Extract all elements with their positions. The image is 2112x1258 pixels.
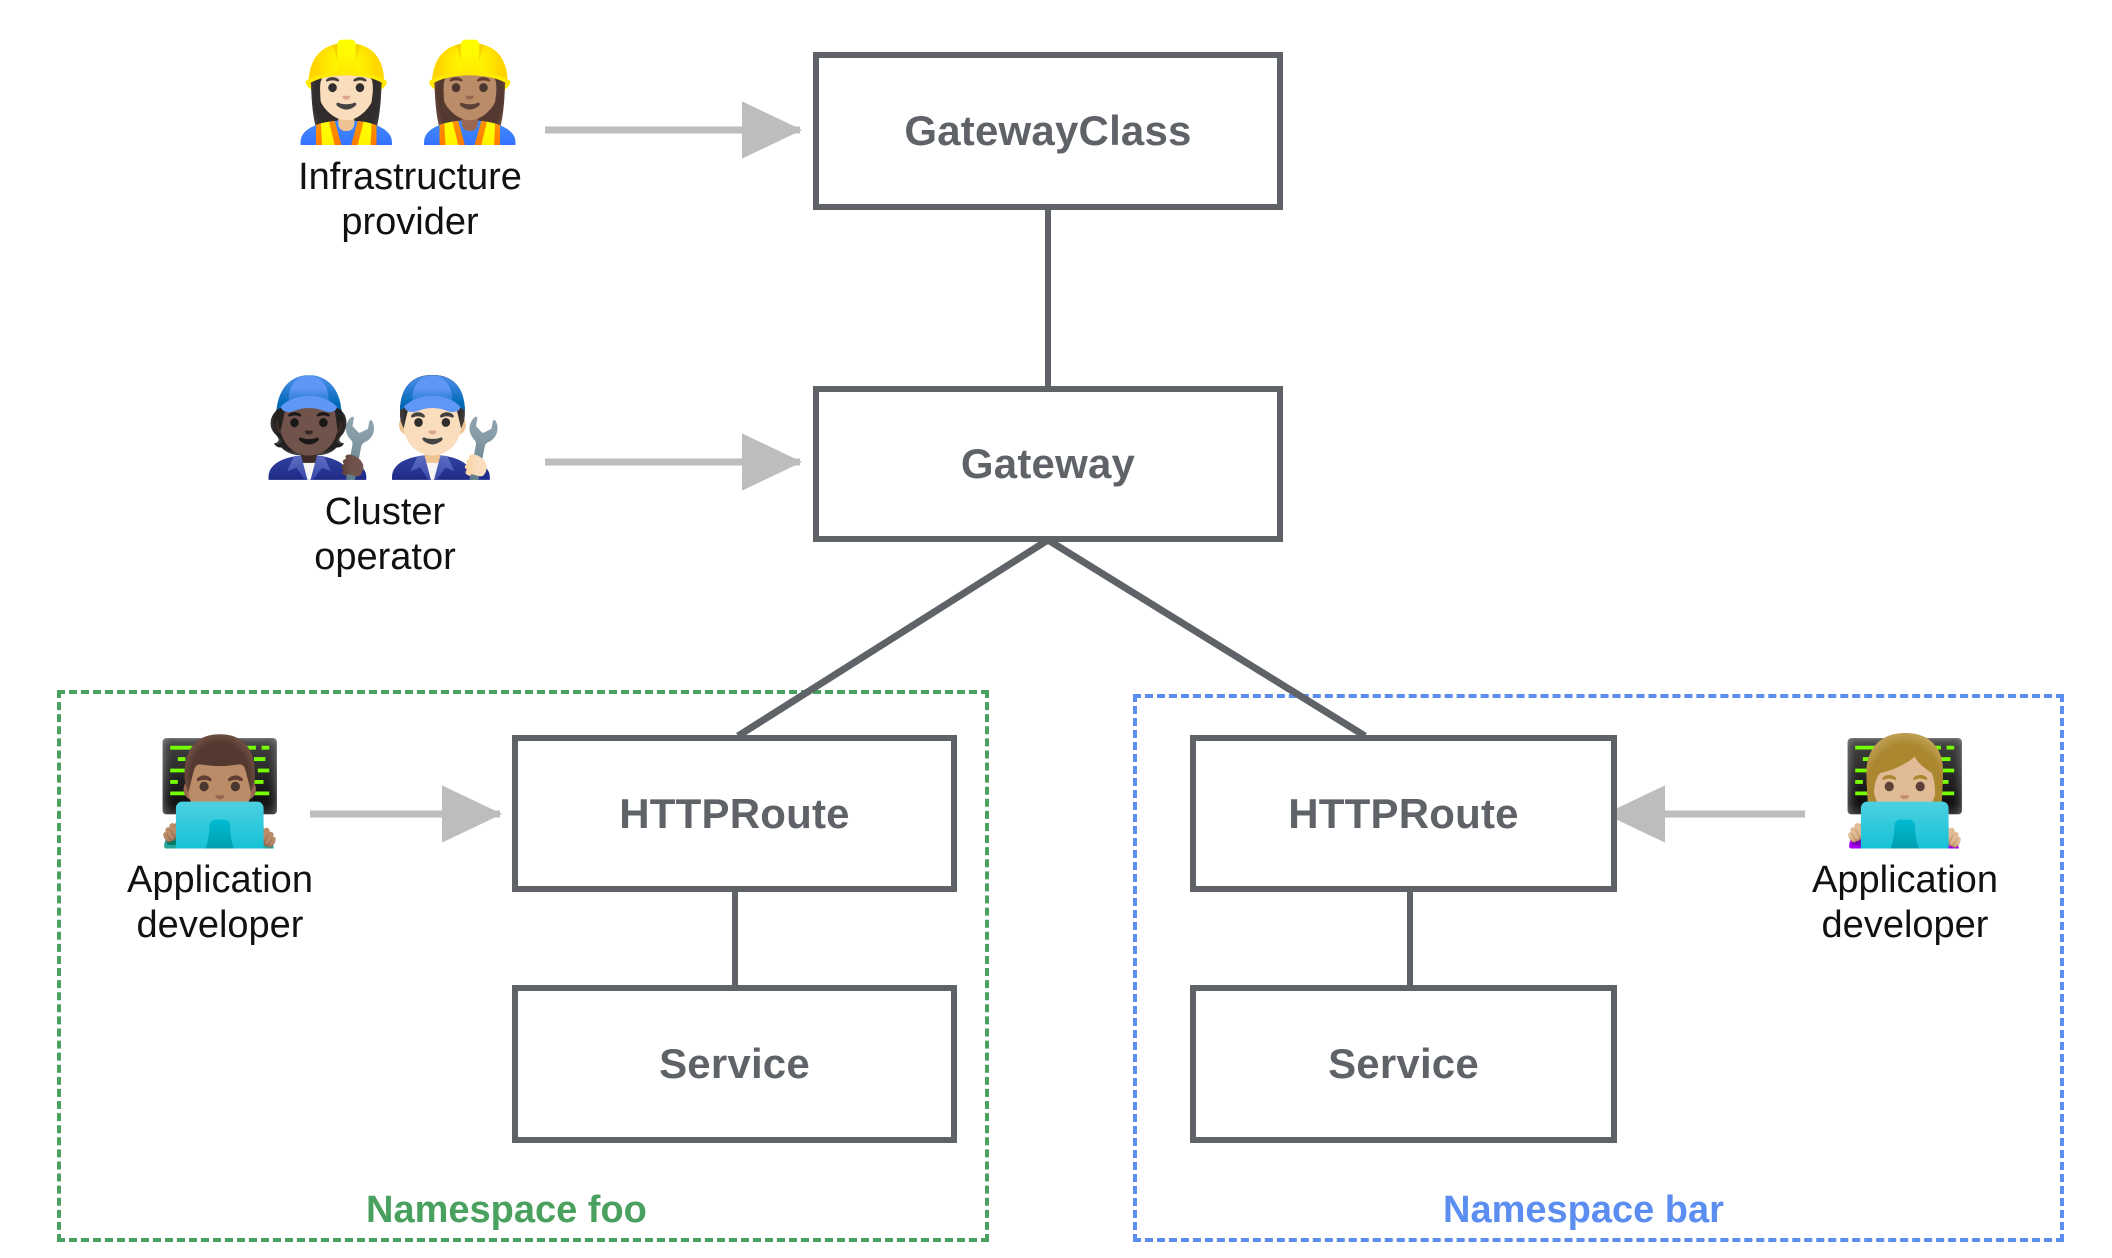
woman-technologist-icon: 👩🏼‍💻	[1840, 734, 1970, 850]
node-gatewayclass-label: GatewayClass	[904, 107, 1192, 154]
namespace-region-foo	[57, 690, 989, 1242]
persona-cluster-operator: 🧑🏿‍🔧👨🏻‍🔧 Cluster operator	[175, 380, 595, 580]
node-service-foo-label: Service	[659, 1040, 810, 1087]
persona-infrastructure-provider-label: Infrastructure provider	[298, 156, 522, 243]
namespace-region-bar	[1133, 694, 2064, 1242]
persona-infrastructure-provider: 👷🏻‍♀️👷🏽‍♀️ Infrastructure provider	[200, 45, 620, 245]
namespace-label-foo: Namespace foo	[366, 1189, 647, 1231]
node-service-bar-label: Service	[1328, 1040, 1479, 1087]
mechanic-icon: 🧑🏿‍🔧👨🏻‍🔧	[261, 374, 509, 481]
namespace-label-bar: Namespace bar	[1443, 1189, 1724, 1231]
node-service-bar[interactable]: Service	[1190, 985, 1617, 1143]
node-httproute-foo-label: HTTPRoute	[619, 789, 850, 837]
node-httproute-foo[interactable]: HTTPRoute	[512, 735, 957, 892]
persona-cluster-operator-label: Cluster operator	[314, 491, 456, 578]
node-service-foo[interactable]: Service	[512, 985, 957, 1143]
persona-application-developer-bar-label: Application developer	[1812, 859, 1998, 946]
node-httproute-bar-label: HTTPRoute	[1288, 789, 1519, 837]
woman-construction-worker-icon: 👷🏻‍♀️👷🏽‍♀️	[286, 39, 534, 146]
node-httproute-bar[interactable]: HTTPRoute	[1190, 735, 1617, 892]
node-gatewayclass[interactable]: GatewayClass	[813, 52, 1283, 210]
node-gateway[interactable]: Gateway	[813, 386, 1283, 542]
persona-application-developer-bar: 👩🏼‍💻 Application developer	[1705, 740, 2105, 948]
node-gateway-label: Gateway	[960, 440, 1136, 487]
man-technologist-icon: 👨🏽‍💻	[155, 734, 285, 850]
persona-application-developer-foo: 👨🏽‍💻 Application developer	[20, 740, 420, 948]
persona-application-developer-foo-label: Application developer	[127, 859, 313, 946]
